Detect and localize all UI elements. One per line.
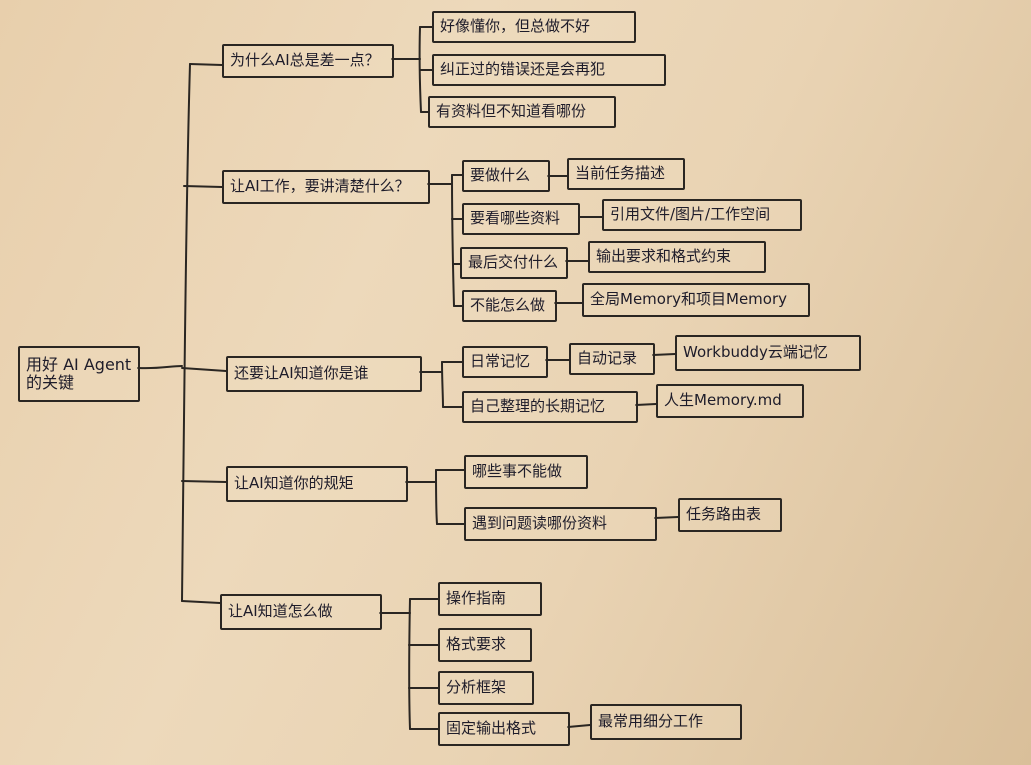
branch-1-child-3: 有资料但不知道看哪份 — [428, 96, 616, 128]
connector-to-branch-3 — [181, 367, 227, 372]
connector-b3-vert — [441, 361, 444, 408]
branch-3-child-1: 日常记忆 — [462, 346, 548, 378]
connector-to-branch-5 — [181, 600, 221, 604]
branch-3-greatgrandchild-1: Workbuddy云端记忆 — [675, 335, 861, 371]
branch-5-child-3: 分析框架 — [438, 671, 534, 705]
branch-1-child-1: 好像懂你，但总做不好 — [432, 11, 636, 43]
branch-2-grandchild-3: 输出要求和格式约束 — [588, 241, 766, 273]
branch-2-child-3: 最后交付什么 — [460, 247, 568, 279]
branch-2-grandchild-4: 全局Memory和项目Memory — [582, 283, 810, 317]
connector-to-branch-1 — [189, 63, 223, 66]
branch-4-child-1: 哪些事不能做 — [464, 455, 588, 489]
root-node: 用好 AI Agent 的关键 — [18, 346, 140, 402]
branch-2-child-4: 不能怎么做 — [462, 290, 557, 322]
branch-5-child-4: 固定输出格式 — [438, 712, 570, 746]
branch-3-grandchild-1: 自动记录 — [569, 343, 655, 375]
connector-b4-vert — [435, 469, 438, 525]
branch-4-node: 让AI知道你的规矩 — [226, 466, 408, 502]
connector-b2-vert — [451, 174, 455, 307]
connector-b3-g2 — [635, 403, 657, 406]
branch-5-node: 让AI知道怎么做 — [220, 594, 382, 630]
branch-3-grandchild-2: 人生Memory.md — [656, 384, 804, 418]
branch-2-child-1: 要做什么 — [462, 160, 550, 192]
connector-trunk — [137, 365, 183, 370]
connector-spine — [181, 63, 191, 602]
branch-4-child-2: 遇到问题读哪份资料 — [464, 507, 657, 541]
branch-5-child-1: 操作指南 — [438, 582, 542, 616]
branch-3-node: 还要让AI知道你是谁 — [226, 356, 422, 392]
branch-5-child-2: 格式要求 — [438, 628, 532, 662]
branch-2-grandchild-1: 当前任务描述 — [567, 158, 685, 190]
connector-b3-g1b — [652, 353, 676, 356]
branch-2-child-2: 要看哪些资料 — [462, 203, 580, 235]
connector-to-branch-4 — [181, 480, 227, 483]
branch-4-grandchild-2: 任务路由表 — [678, 498, 782, 532]
branch-1-node: 为什么AI总是差一点？ — [222, 44, 394, 78]
branch-5-grandchild-4: 最常用细分工作 — [590, 704, 742, 740]
connector-to-branch-2 — [183, 185, 223, 188]
connector-b4-g2 — [654, 516, 679, 519]
branch-1-child-2: 纠正过的错误还是会再犯 — [432, 54, 666, 86]
branch-2-node: 让AI工作，要讲清楚什么？ — [222, 170, 430, 204]
connector-b5-g4 — [567, 724, 591, 728]
connector-b5-vert — [408, 598, 411, 730]
branch-2-grandchild-2: 引用文件/图片/工作空间 — [602, 199, 802, 231]
connector-b1-vert — [418, 26, 422, 113]
branch-3-child-2: 自己整理的长期记忆 — [462, 391, 638, 423]
